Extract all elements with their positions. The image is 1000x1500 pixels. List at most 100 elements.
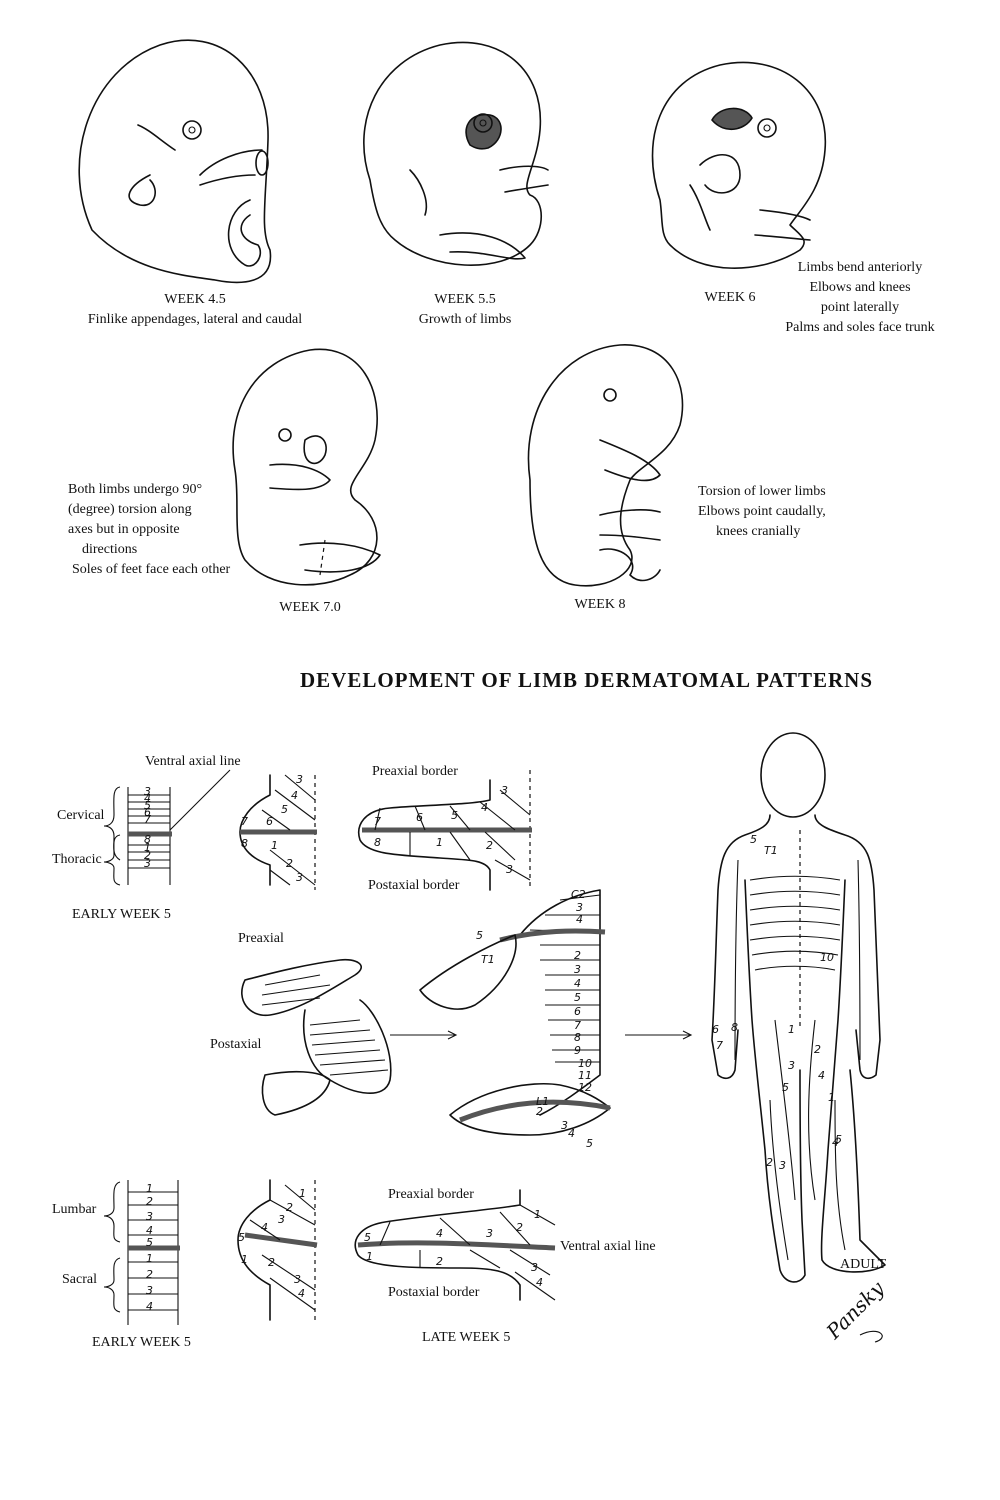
segment-number-late-upper: 5 <box>451 809 458 822</box>
embryo-week-5-5 <box>363 41 549 266</box>
segment-number-upper-bud-cranial: 3 <box>296 773 303 786</box>
segment-number-lumbar-column: 4 <box>146 1224 153 1237</box>
segment-number-week6-trunk: 7 <box>574 1019 581 1032</box>
segment-number-upper-bud-cranial: 6 <box>266 815 273 828</box>
segment-number-week6-trunk: 3 <box>574 963 581 976</box>
segment-number-upper-bud-caudal: 8 <box>241 837 248 850</box>
lumbar-sacral-column <box>103 1180 180 1325</box>
segment-number-week6-trunk: 2 <box>574 949 581 962</box>
cervical-thoracic-column <box>103 769 231 886</box>
segment-number-lower-bud-cranial: 3 <box>278 1213 285 1226</box>
postaxial-border-top-label: Postaxial border <box>368 878 460 893</box>
embryo-week-8 <box>527 344 684 587</box>
week-8-caption-2: Elbows point caudally, <box>698 504 826 519</box>
segment-number-late-lower: 4 <box>436 1227 443 1240</box>
thoracic-label: Thoracic <box>52 852 102 867</box>
segment-number-adult-marks: 4 <box>832 1136 839 1149</box>
segment-number-adult-marks: 6 <box>712 1023 719 1036</box>
early-week5-bottom-label: EARLY WEEK 5 <box>92 1335 191 1350</box>
segment-number-lower-bud-caudal: 1 <box>241 1253 248 1266</box>
segment-number-late-lower: 4 <box>536 1276 543 1289</box>
segment-number-adult-marks: 10 <box>820 951 834 964</box>
segment-number-adult-marks: 4 <box>818 1069 825 1082</box>
week-6-label: WEEK 6 <box>704 290 756 305</box>
svg-text:Pansky: Pansky <box>821 1276 889 1344</box>
segment-number-upper-bud-caudal: 2 <box>286 857 293 870</box>
week-7-caption-2: (degree) torsion along <box>68 502 192 517</box>
segment-number-cervical-column: 1 <box>144 841 151 854</box>
segment-number-cervical-column: 8 <box>144 833 151 846</box>
segment-number-week6-leg: 3 <box>561 1119 568 1132</box>
week-6-caption-1: Limbs bend anteriorly <box>797 260 923 275</box>
postaxial-border-bottom-label: Postaxial border <box>388 1285 480 1300</box>
week-4-5-label: WEEK 4.5 <box>164 292 226 307</box>
segment-number-week6-trunk: 4 <box>576 913 583 926</box>
week-7-label: WEEK 7.0 <box>279 600 341 615</box>
segment-number-late-upper: 4 <box>481 801 488 814</box>
segment-number-late-upper: 1 <box>436 836 443 849</box>
late-week5-label: LATE WEEK 5 <box>422 1330 511 1345</box>
week-7-caption-4: directions <box>82 542 138 557</box>
segment-number-adult-marks: T1 <box>764 844 778 857</box>
segment-number-late-lower: 2 <box>516 1221 523 1234</box>
segment-number-adult-marks: 8 <box>731 1021 738 1034</box>
segment-number-week6-trunk: 3 <box>576 901 583 914</box>
segment-number-lumbar-column: 4 <box>146 1300 153 1313</box>
segment-number-lower-bud-caudal: 3 <box>294 1273 301 1286</box>
week-7-caption-5: Soles of feet face each other <box>72 562 231 577</box>
segment-number-cervical-column: 2 <box>144 849 151 862</box>
segment-number-lumbar-column: 5 <box>146 1236 153 1249</box>
segment-number-cervical-column: 3 <box>144 785 151 798</box>
adult-label: ADULT <box>840 1257 887 1272</box>
lower-limb-bud-early <box>237 1179 318 1321</box>
sacral-label: Sacral <box>62 1272 97 1287</box>
segment-number-lumbar-column: 3 <box>146 1284 153 1297</box>
segment-number-week6-leg: 2 <box>536 1105 543 1118</box>
segment-number-late-upper: 2 <box>486 839 493 852</box>
segment-number-week6-leg: L1 <box>536 1095 550 1108</box>
segment-number-late-lower: 1 <box>366 1250 373 1263</box>
segment-number-week6-leg: 4 <box>568 1127 575 1140</box>
segment-number-upper-bud-caudal: 1 <box>271 839 278 852</box>
embryo-week-6-dermatomes <box>419 889 611 1136</box>
week-5-5-label: WEEK 5.5 <box>434 292 496 307</box>
segment-number-cervical-column: 6 <box>144 806 151 819</box>
lower-limb-bud-late <box>354 1189 556 1301</box>
segment-number-week6-trunk: 6 <box>574 1005 581 1018</box>
segment-number-adult-marks: 5 <box>835 1133 842 1146</box>
artist-signature: Pansky <box>821 1276 889 1344</box>
segment-number-week6-leg: 5 <box>586 1137 593 1150</box>
segment-number-late-upper: 3 <box>501 784 508 797</box>
segment-number-week6-trunk: 4 <box>574 977 581 990</box>
segment-number-late-upper: 3 <box>506 863 513 876</box>
segment-number-adult-marks: 3 <box>779 1159 786 1172</box>
segment-number-week6-trunk: 11 <box>578 1069 592 1082</box>
segment-number-late-lower: 2 <box>436 1255 443 1268</box>
lumbar-label: Lumbar <box>52 1202 97 1217</box>
segment-number-week6-trunk: 5 <box>476 929 483 942</box>
segment-number-lumbar-column: 3 <box>146 1210 153 1223</box>
week-8-caption-1: Torsion of lower limbs <box>698 484 826 499</box>
segment-number-adult-marks: 5 <box>750 833 757 846</box>
segment-number-week6-trunk: 9 <box>574 1044 581 1057</box>
segment-number-adult-marks: 3 <box>788 1059 795 1072</box>
segment-number-week6-trunk: 5 <box>574 991 581 1004</box>
segment-number-late-upper: 6 <box>416 811 423 824</box>
segment-number-week6-trunk: 8 <box>574 1031 581 1044</box>
segment-number-adult-marks: 1 <box>828 1091 835 1104</box>
segment-number-lower-bud-cranial: 5 <box>238 1231 245 1244</box>
week-7-caption-1: Both limbs undergo 90° <box>68 482 203 497</box>
segment-number-lower-bud-cranial: 2 <box>286 1201 293 1214</box>
early-week5-top-label: EARLY WEEK 5 <box>72 907 171 922</box>
week-4-5-caption: Finlike appendages, lateral and caudal <box>87 312 303 327</box>
week-6-caption-2: Elbows and knees <box>809 280 911 295</box>
segment-number-late-lower: 3 <box>486 1227 493 1240</box>
segment-number-lumbar-column: 1 <box>146 1182 153 1195</box>
middle-limb-drawing <box>241 958 392 1116</box>
upper-limb-bud-early <box>239 774 317 890</box>
segment-number-late-lower: 5 <box>364 1231 371 1244</box>
segment-number-week6-trunk: C2 <box>571 888 586 901</box>
embryo-week-4-5 <box>78 39 272 284</box>
segment-number-cervical-column: 4 <box>144 792 151 805</box>
